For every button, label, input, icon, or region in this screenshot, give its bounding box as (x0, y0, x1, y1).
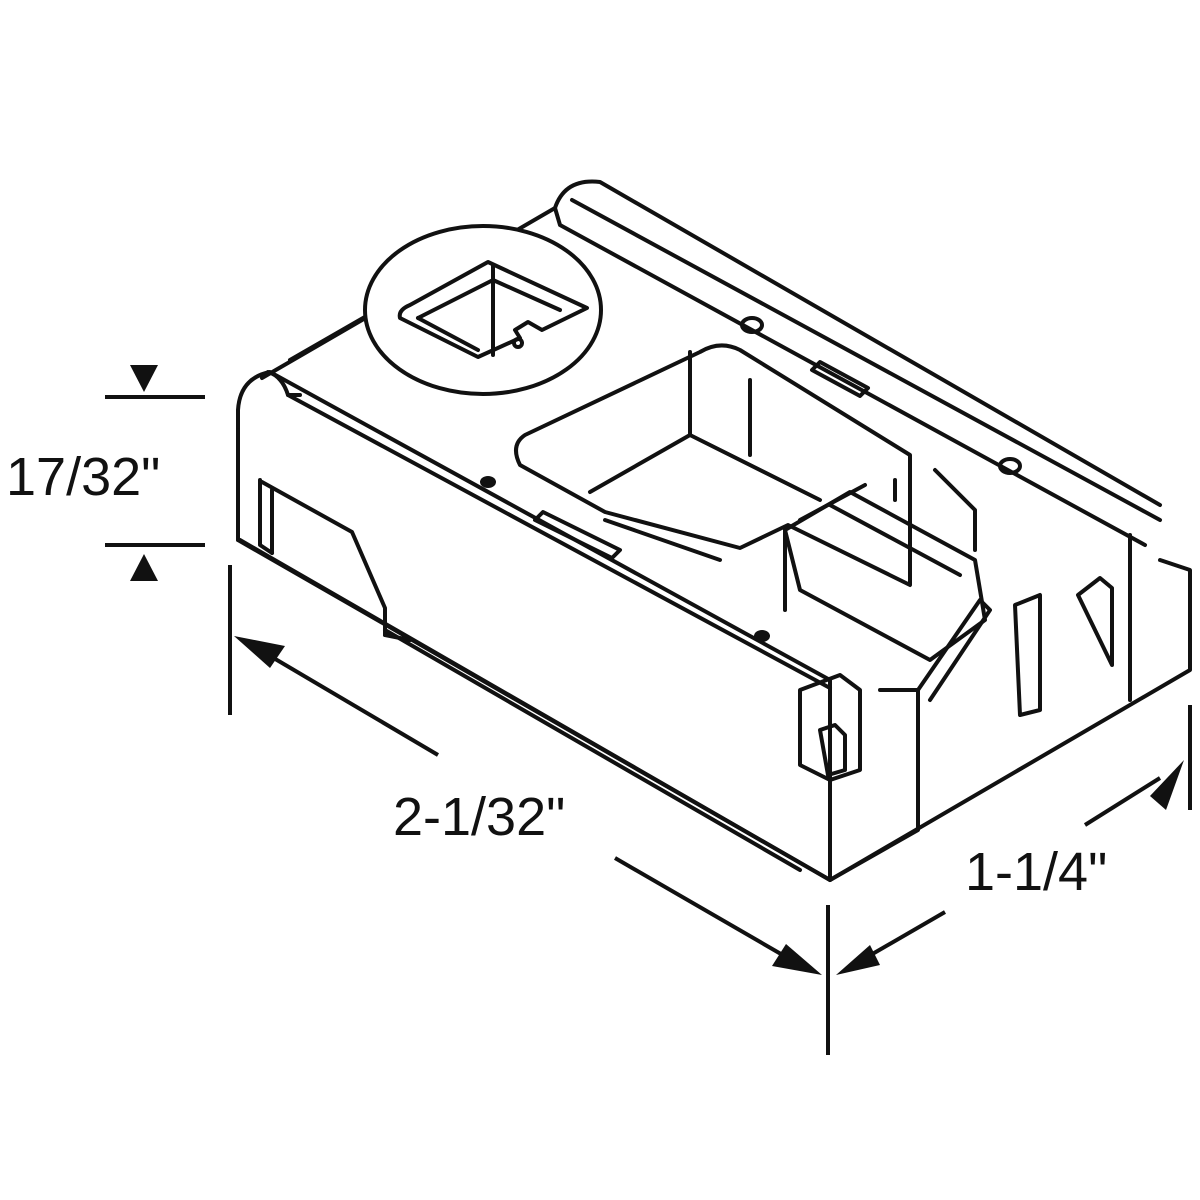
dimension-height (105, 365, 205, 581)
height-dimension-label: 17/32" (6, 447, 161, 507)
arrow-down-icon (130, 365, 158, 392)
width-dimension-label: 1-1/4" (965, 842, 1108, 902)
arrow-left-icon (234, 636, 285, 668)
arrow-up-right-icon (1150, 760, 1184, 810)
circular-boss-with-square-hole (363, 224, 603, 396)
arrow-up-icon (130, 554, 158, 581)
arrow-right-icon (772, 944, 822, 975)
part-body (236, 179, 1192, 882)
dimension-length (228, 565, 830, 1055)
length-dimension-label: 2-1/32" (393, 787, 566, 847)
arrow-down-left-icon (836, 945, 880, 975)
mounting-holes (480, 316, 1022, 642)
center-pocket (514, 343, 912, 587)
dimension-width (836, 705, 1192, 975)
right-end-ribs (783, 468, 1132, 782)
